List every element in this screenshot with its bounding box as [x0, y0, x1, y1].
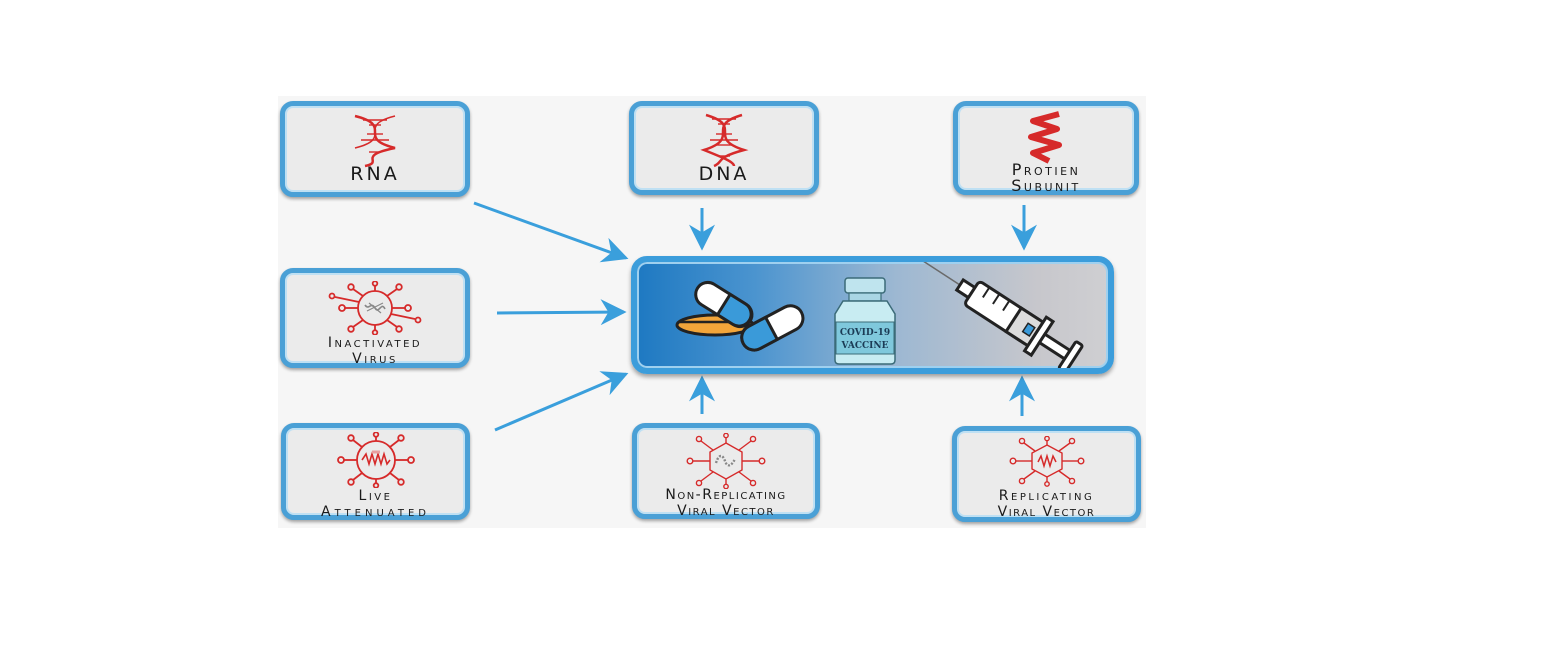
- node-live-label-2: Attenuated: [321, 504, 430, 520]
- node-inactivated-label-1: Inactivated: [327, 335, 423, 351]
- node-dna-label: DNA: [698, 163, 750, 185]
- node-inactivated-label-2: Virus: [352, 351, 398, 367]
- vaccine-illustration: COVID-19 VACCINE: [675, 262, 1084, 368]
- node-dna: DNA: [629, 101, 819, 195]
- arrow-inactivated: [496, 299, 627, 326]
- vial-label-line1: COVID-19: [840, 328, 890, 338]
- pills-icon: [675, 280, 805, 352]
- node-non-replicating-viral-vector: Non-Replicating Viral Vector: [632, 423, 820, 519]
- node-live-attenuated: Live Attenuated: [281, 423, 470, 520]
- node-protein-label-2: Subunit: [1011, 176, 1081, 195]
- node-rep-label-1: Replicating: [998, 488, 1095, 504]
- node-live-label-1: Live: [358, 488, 393, 504]
- vaccine-center-panel: COVID-19 VACCINE: [631, 256, 1114, 374]
- viral-vector-icon: [686, 433, 766, 489]
- rna-helix-icon: [354, 114, 396, 168]
- node-rep-label-2: Viral Vector: [997, 504, 1096, 520]
- node-replicating-viral-vector: Replicating Viral Vector: [952, 426, 1141, 522]
- node-inactivated-virus: Inactivated Virus: [280, 268, 470, 368]
- vaccine-vial-icon: COVID-19 VACCINE: [834, 277, 896, 365]
- dna-helix-icon: [700, 113, 749, 168]
- viral-vector-icon: [1009, 436, 1084, 487]
- node-rna: RNA: [280, 101, 470, 197]
- protein-ribbon-icon: [1028, 111, 1062, 164]
- node-nonrep-label-1: Non-Replicating: [665, 487, 787, 503]
- syringe-icon: [917, 262, 1084, 368]
- node-protein-label-1: Protien: [1011, 160, 1081, 179]
- virus-icon: [328, 281, 422, 335]
- virus-icon: [336, 432, 415, 488]
- vial-label-line2: VACCINE: [841, 341, 889, 351]
- arrow-rna: [473, 201, 629, 263]
- node-rna-label: RNA: [350, 163, 400, 185]
- node-protein-subunit: Protien Subunit: [953, 101, 1139, 195]
- node-nonrep-label-2: Viral Vector: [677, 503, 775, 519]
- arrow-live: [494, 371, 629, 432]
